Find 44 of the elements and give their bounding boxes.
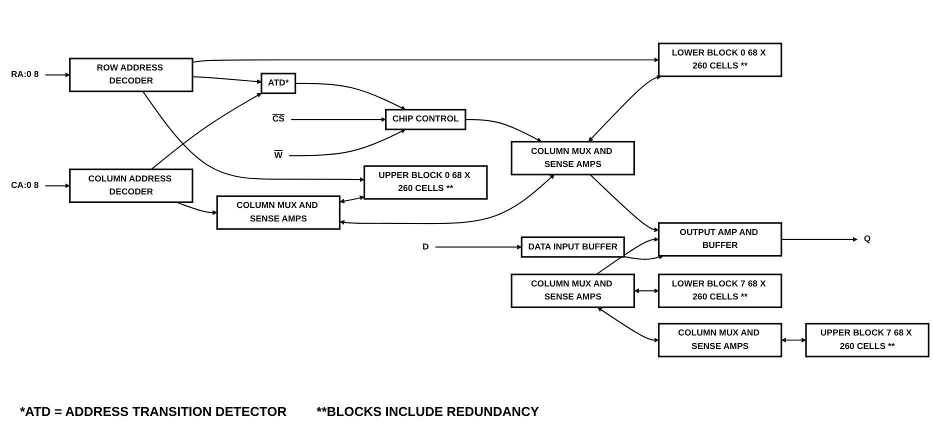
node-box: CHIP CONTROL	[385, 108, 466, 130]
arrow	[289, 129, 406, 156]
arrow	[176, 202, 218, 215]
arrow	[781, 338, 806, 343]
node-box: UPPER BLOCK 0 68 X 260 CELLS **	[364, 165, 488, 200]
arrow	[192, 76, 262, 84]
node-box: LOWER BLOCK 0 68 X 260 CELLS **	[658, 42, 782, 78]
footnote: **BLOCKS INCLUDE REDUNDANCY	[316, 404, 540, 419]
arrow	[291, 117, 386, 122]
arrow	[596, 237, 660, 275]
node-box: COLUMN MUX AND SENSE AMPS	[510, 140, 635, 176]
node-text: RA:0 8	[10, 70, 39, 80]
node-box: DATA INPUT BUFFER	[520, 236, 625, 258]
arrow	[45, 72, 70, 78]
arrow	[435, 244, 522, 250]
arrow	[634, 288, 660, 294]
arrow	[45, 183, 70, 188]
node-text: CS	[272, 114, 284, 124]
node-box: COLUMN MUX AND SENSE AMPS	[658, 322, 782, 358]
arrow	[465, 119, 542, 142]
node-text: Q	[864, 234, 871, 244]
arrow	[142, 91, 365, 182]
arrow	[624, 254, 664, 260]
node-box: OUTPUT AMP AND BUFFER	[658, 222, 782, 257]
node-box: UPPER BLOCK 7 68 X 260 CELLS **	[805, 322, 930, 358]
arrow	[151, 92, 262, 170]
arrow	[588, 75, 662, 142]
node-box: ROW ADDRESS DECODER	[69, 58, 194, 92]
node-box: LOWER BLOCK 7 68 X 260 CELLS **	[658, 274, 782, 308]
arrow	[597, 307, 660, 343]
arrow	[590, 174, 660, 232]
arrow	[781, 237, 858, 242]
node-text: W	[274, 150, 283, 160]
node-text: D	[422, 242, 429, 252]
node-text: CA:0 8	[10, 180, 39, 190]
node-box: ATD*	[260, 72, 296, 94]
arrow	[340, 174, 555, 225]
node-box: COLUMN MUX AND SENSE AMPS	[216, 195, 341, 230]
arrow	[340, 196, 365, 204]
arrow	[295, 82, 406, 110]
node-box: COLUMN MUX AND SENSE AMPS	[510, 274, 635, 308]
arrow	[192, 57, 660, 63]
footnote: *ATD = ADDRESS TRANSITION DETECTOR	[20, 404, 287, 419]
node-box: COLUMN ADDRESS DECODER	[69, 168, 194, 203]
